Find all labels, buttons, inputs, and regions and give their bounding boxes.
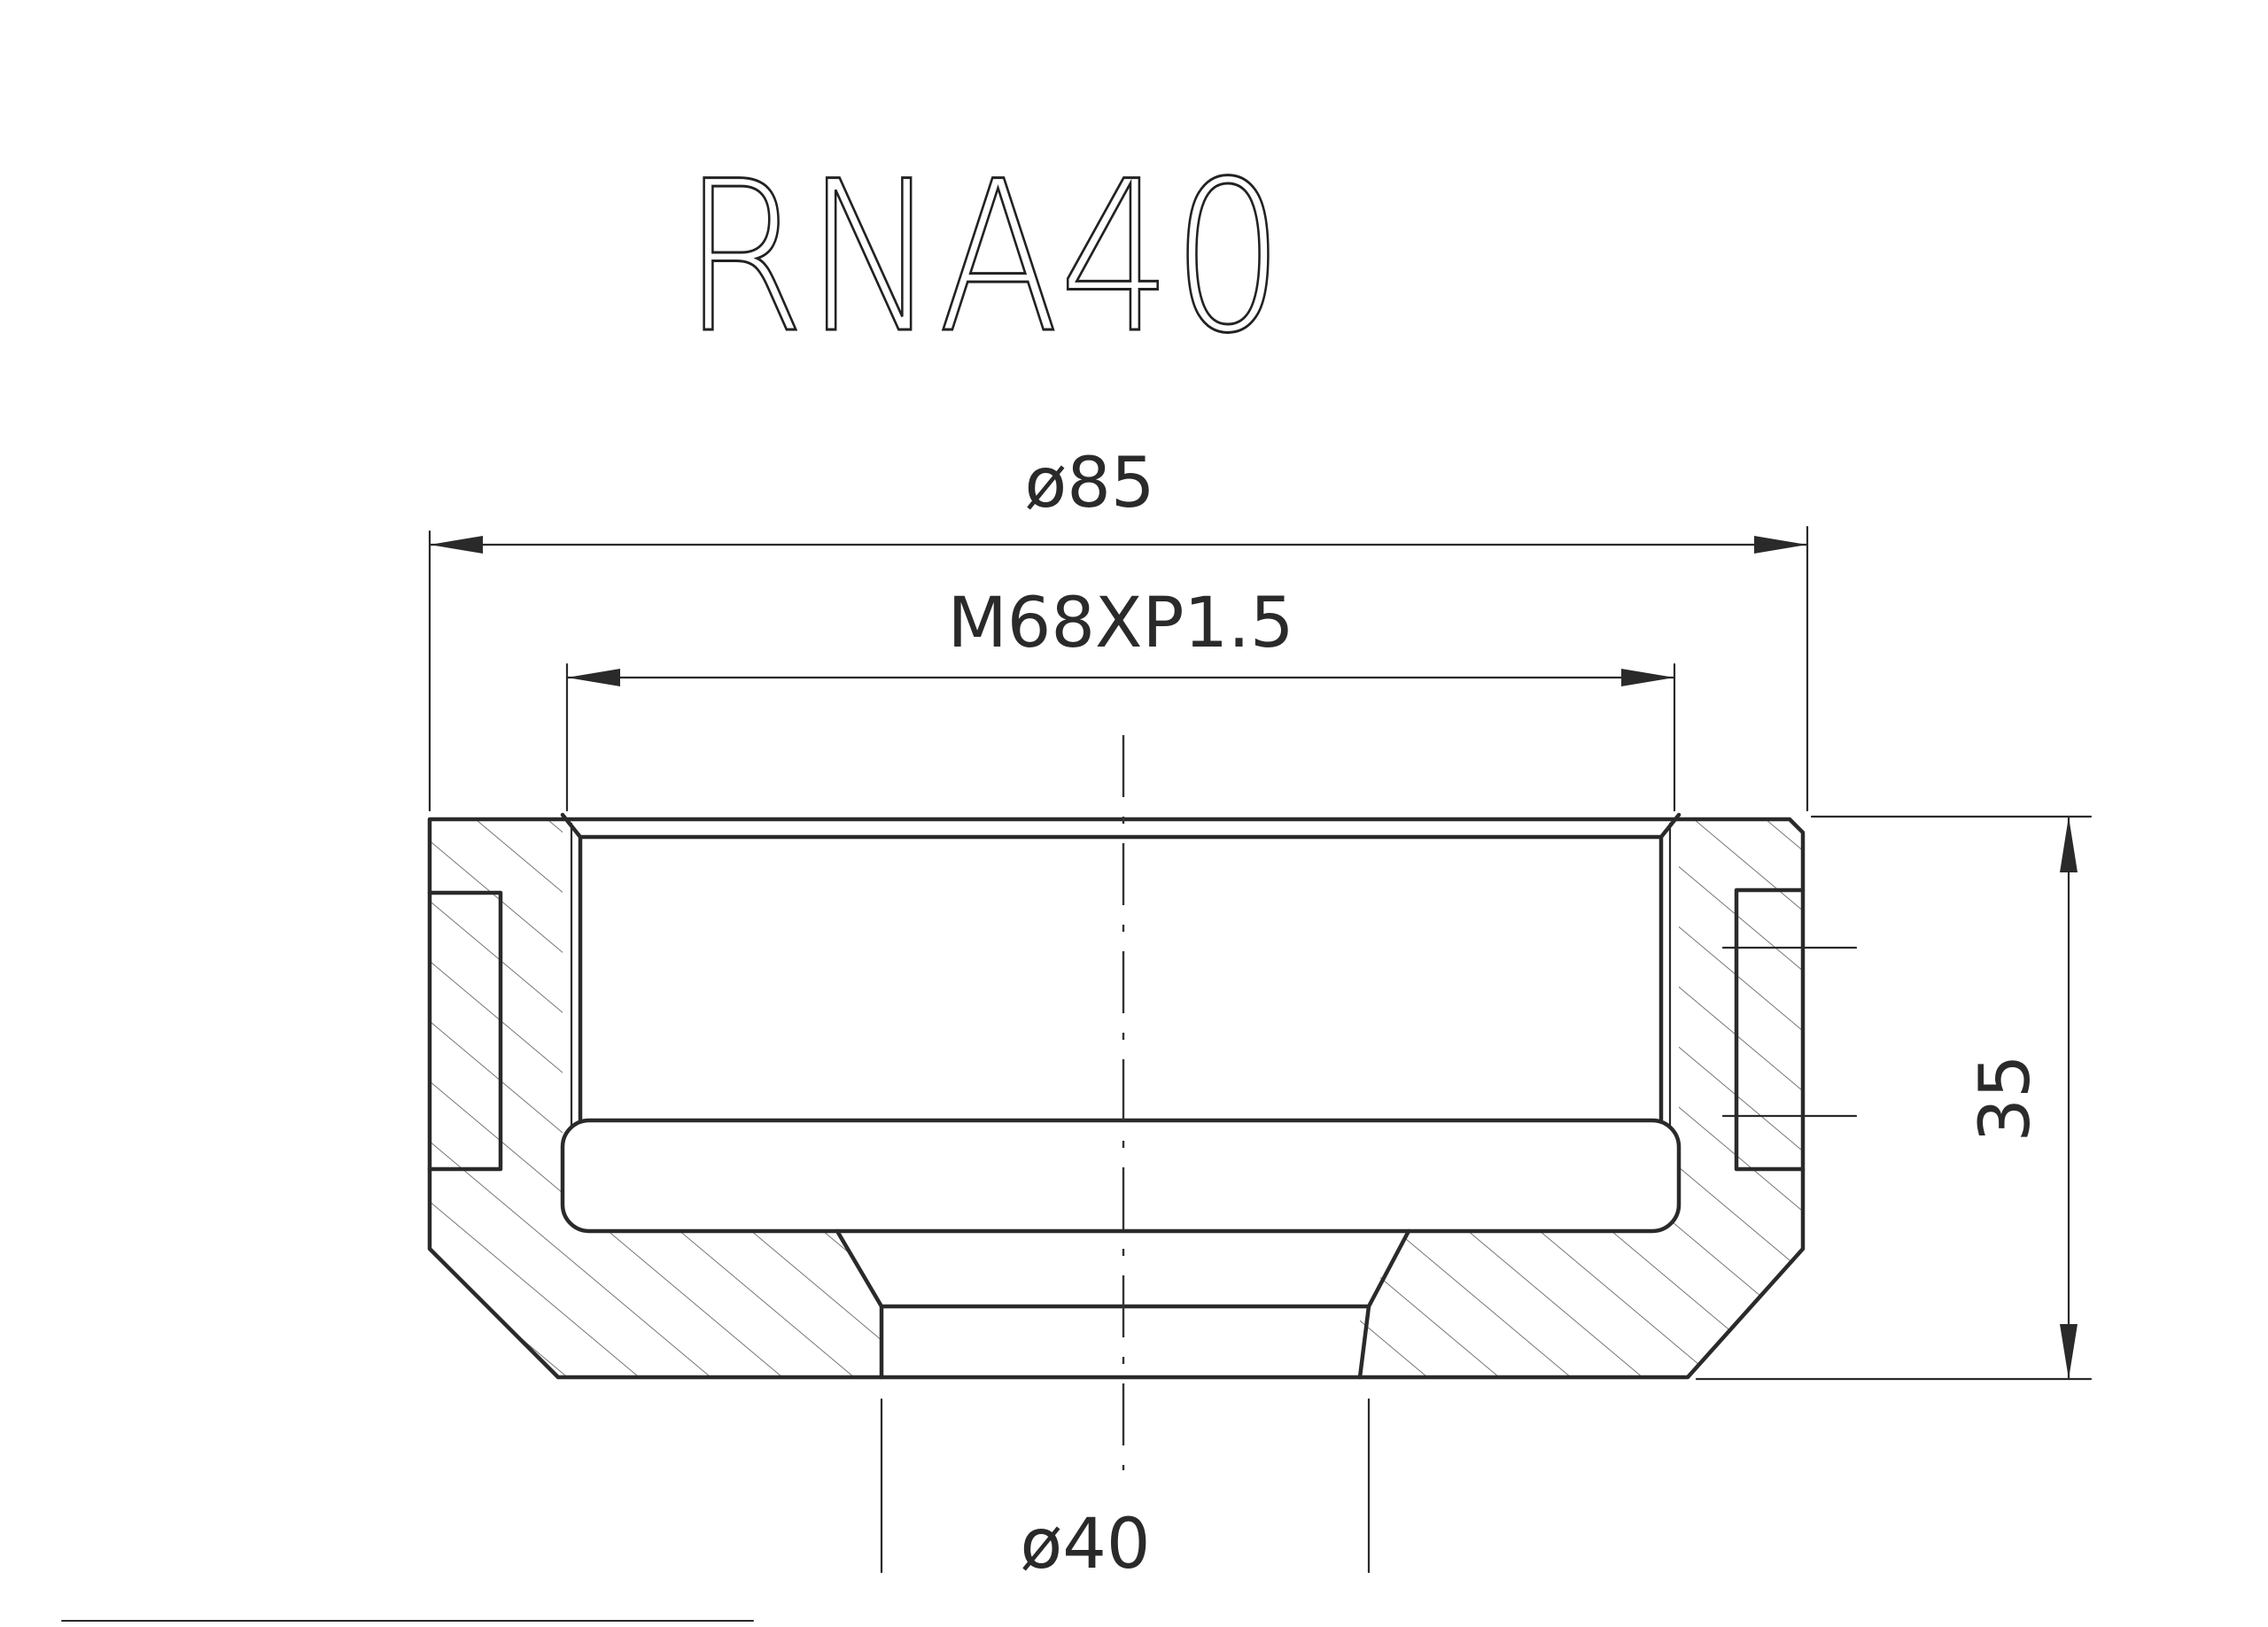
outer-diameter-label: ø85 xyxy=(1025,444,1155,523)
left-slot xyxy=(427,890,503,1172)
outer-profile xyxy=(427,817,1806,1380)
thread-label: M68XP1.5 xyxy=(947,584,1293,663)
height-label: 35 xyxy=(1966,1054,2046,1142)
dim-thread: M68XP1.5 xyxy=(565,584,1676,812)
section-hatching xyxy=(430,819,1803,1377)
bottom-bore xyxy=(835,1228,1411,1380)
dim-bore-diameter: ø40 xyxy=(880,1398,1371,1584)
dim-outer-diameter: ø85 xyxy=(428,444,1809,812)
bore-diameter-label: ø40 xyxy=(1021,1505,1151,1584)
dim-height: 35 xyxy=(1695,815,2093,1381)
drawing-title: RNA40 xyxy=(682,137,1285,379)
right-slot xyxy=(1734,887,1806,1172)
relief-groove xyxy=(560,1118,1682,1234)
